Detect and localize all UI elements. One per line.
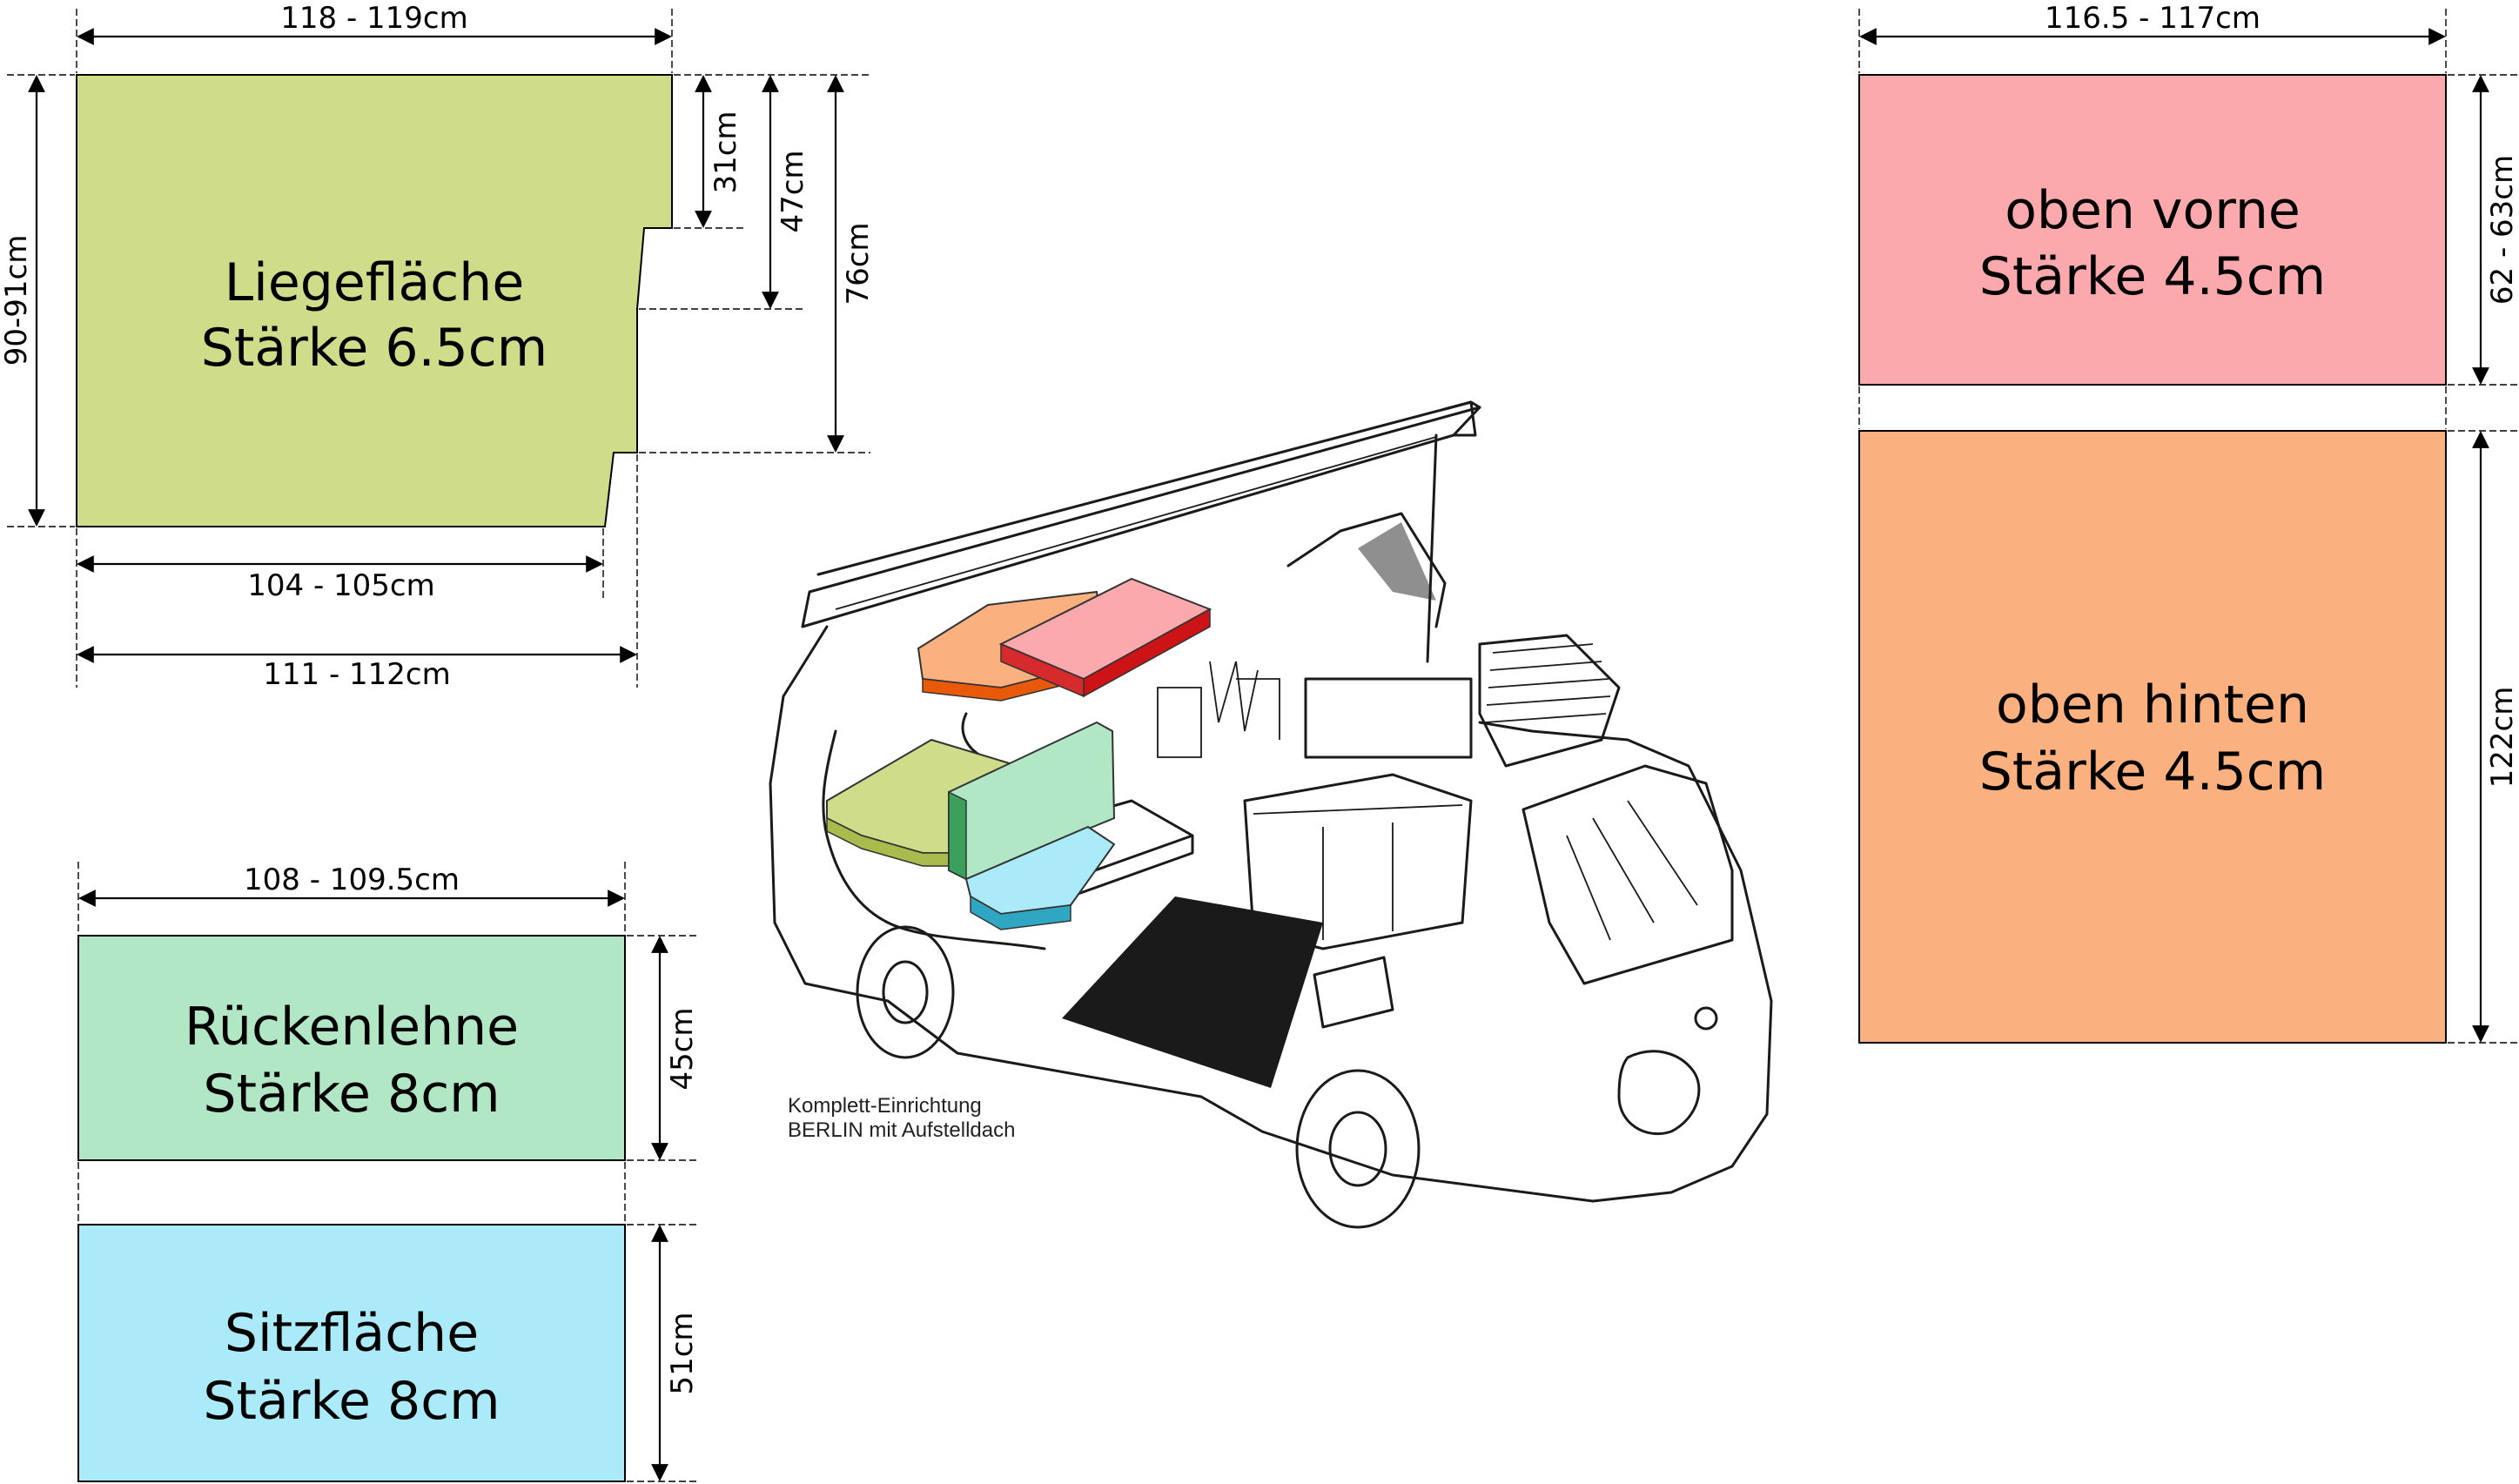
rueckenlehne-name: Rückenlehne [185,997,519,1058]
sitzflaeche-name: Sitzfläche [225,1303,479,1364]
oben-hinten-shape [1858,430,2447,1044]
oben-vorne-shape [1858,74,2447,386]
caption-line2: BERLIN mit Aufstelldach [788,1118,1015,1142]
rueckenlehne-right-dim: 45cm [665,1007,700,1090]
liegeflaeche-notch3-dim: 76cm [841,222,876,305]
oben-vorne-name: oben vorne [2005,180,2301,241]
oben-vorne-top-dim: 116.5 - 117cm [2045,1,2260,36]
liegeflaeche-bottom1-dim: 104 - 105cm [247,568,435,603]
liegeflaeche-top-dim: 118 - 119cm [280,1,468,36]
oben-hinten-thickness: Stärke 4.5cm [1979,742,2327,802]
rueckenlehne-group: Rückenlehne Stärke 8cm 108 - 109.5cm 45c… [77,862,700,1161]
liegeflaeche-shape [76,74,673,527]
sitzflaeche-thickness: Stärke 8cm [203,1371,500,1432]
liegeflaeche-bottom2-dim: 111 - 112cm [263,657,451,692]
liegeflaeche-notch2-dim: 47cm [776,150,810,232]
oben-vorne-group: oben vorne Stärke 4.5cm 116.5 - 117cm 62… [1858,1,2519,386]
liegeflaeche-thickness: Stärke 6.5cm [201,318,548,379]
liegeflaeche-left-dim: 90-91cm [0,235,34,366]
sitzflaeche-right-dim: 51cm [665,1312,700,1394]
liegeflaeche-notch1-dim: 31cm [709,111,743,193]
oben-hinten-name: oben hinten [1996,675,2309,735]
rueckenlehne-thickness: Stärke 8cm [203,1064,500,1125]
sitzflaeche-shape [77,1224,626,1482]
oben-vorne-right-dim: 62 - 63cm [2485,155,2519,305]
liegeflaeche-group: Liegefläche Stärke 6.5cm 118 - 119cm 90-… [0,1,876,692]
van-illustration: Komplett-Einrichtung BERLIN mit Aufstell… [769,400,1773,1229]
oben-hinten-group: oben hinten Stärke 4.5cm 122cm [1858,430,2519,1044]
sitzflaeche-group: Sitzfläche Stärke 8cm 51cm [77,1224,700,1482]
oben-vorne-thickness: Stärke 4.5cm [1979,246,2327,307]
oben-hinten-right-dim: 122cm [2485,687,2519,789]
rueckenlehne-shape [77,935,626,1161]
rueckenlehne-top-dim: 108 - 109.5cm [244,863,460,897]
liegeflaeche-name: Liegefläche [225,252,525,313]
caption-line1: Komplett-Einrichtung [788,1094,982,1118]
